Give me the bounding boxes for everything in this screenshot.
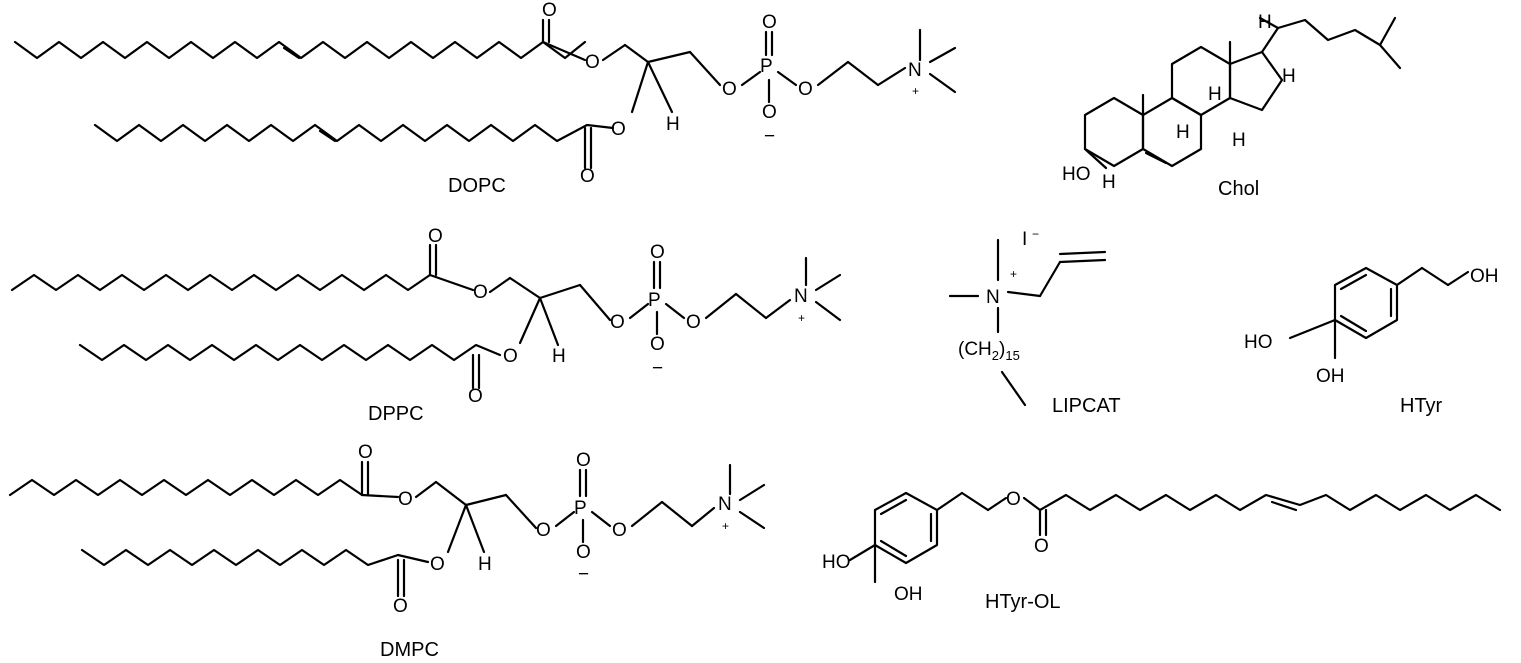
lipcat-counterion-charge: − xyxy=(1032,227,1039,241)
dopc-phosphorus: P xyxy=(760,56,773,77)
lipcat-plus-charge: + xyxy=(1010,267,1017,281)
dopc-nitrogen: N xyxy=(908,60,922,81)
htyr-ol-label: HTyr-OL xyxy=(985,591,1061,613)
dppc-phosphate-o2: O xyxy=(686,312,701,333)
dmpc-plus-charge: + xyxy=(722,519,729,533)
dmpc-nitrogen: N xyxy=(718,494,732,515)
chol-structure: H H H H H HO H Chol xyxy=(1062,12,1402,200)
lipcat-counterion: I xyxy=(1022,229,1027,250)
dopc-carbonyl-o1: O xyxy=(542,0,557,21)
htyr-ol-hydroxyl-3: OH xyxy=(894,584,923,605)
dppc-phosphate-o-minus: O xyxy=(650,334,665,355)
dopc-carbonyl-o2: O xyxy=(580,166,595,187)
lipcat-chain-label: (CH2)15 xyxy=(958,339,1020,363)
dppc-phosphate-o1: O xyxy=(610,312,625,333)
dmpc-phosphate-o-double: O xyxy=(576,450,591,471)
chol-hydroxyl: HO xyxy=(1062,164,1091,185)
dmpc-ester-o1: O xyxy=(398,489,413,510)
dppc-minus-charge: − xyxy=(652,358,663,379)
chol-h-14: H xyxy=(1232,130,1246,151)
lipcat-structure: I − N + (CH2)15 LIPCAT xyxy=(948,227,1121,417)
htyr-ol-structure: O O HO OH HTyr-OL xyxy=(822,489,1502,613)
dppc-structure: O O O O H O P O O − O N + DPPC xyxy=(10,226,842,425)
dopc-phosphate-o-minus: O xyxy=(762,102,777,123)
dopc-phosphate-o2: O xyxy=(798,79,813,100)
htyr-ol-carbonyl-o: O xyxy=(1034,536,1049,557)
dmpc-minus-charge: − xyxy=(578,564,589,585)
htyr-structure: OH HO OH HTyr xyxy=(1244,266,1499,417)
dopc-minus-charge: − xyxy=(764,126,775,147)
htyr-hydroxyl-3: OH xyxy=(1316,366,1345,387)
dppc-plus-charge: + xyxy=(798,311,805,325)
dopc-structure: O O O O H O P O O − O N + DOPC xyxy=(13,0,957,197)
dopc-ester-o2: O xyxy=(611,119,626,140)
dopc-label: DOPC xyxy=(448,175,506,197)
dppc-carbonyl-o1: O xyxy=(428,226,443,247)
dppc-phosphate-o-double: O xyxy=(650,242,665,263)
dmpc-carbonyl-o1: O xyxy=(358,442,373,463)
dopc-ester-o1: O xyxy=(585,52,600,73)
chol-label: Chol xyxy=(1218,178,1259,200)
dopc-phosphate-o1: O xyxy=(722,79,737,100)
dmpc-phosphate-o2: O xyxy=(612,520,627,541)
chol-h-9: H xyxy=(1176,122,1190,143)
lipcat-nitrogen: N xyxy=(986,287,1000,308)
dmpc-label: DMPC xyxy=(380,639,439,661)
dppc-ester-o2: O xyxy=(503,346,518,367)
dppc-label: DPPC xyxy=(368,403,424,425)
dppc-ester-o1: O xyxy=(473,282,488,303)
chol-h-3: H xyxy=(1102,172,1116,193)
htyr-label: HTyr xyxy=(1400,395,1443,417)
dmpc-structure: O O O O H O P O O − O N + DMPC xyxy=(8,442,766,661)
htyr-ol-ester-o: O xyxy=(1006,489,1021,510)
dopc-phosphate-o-double: O xyxy=(762,12,777,33)
dmpc-carbonyl-o2: O xyxy=(393,596,408,617)
dopc-plus-charge: + xyxy=(912,84,919,98)
dmpc-ester-o2: O xyxy=(430,554,445,575)
dmpc-phosphate-o1: O xyxy=(536,520,551,541)
dmpc-phosphate-o-minus: O xyxy=(576,542,591,563)
dmpc-phosphorus: P xyxy=(574,498,587,519)
chol-h-8: H xyxy=(1208,84,1222,105)
dppc-carbonyl-o2: O xyxy=(468,386,483,407)
dmpc-stereo-h: H xyxy=(478,554,492,575)
dppc-phosphorus: P xyxy=(648,290,661,311)
chol-h-20: H xyxy=(1258,12,1272,33)
chol-h-17: H xyxy=(1282,66,1296,87)
htyr-hydroxyl-4: HO xyxy=(1244,332,1273,353)
htyr-hydroxyl-chain: OH xyxy=(1470,266,1499,287)
dppc-nitrogen: N xyxy=(794,286,808,307)
dppc-stereo-h: H xyxy=(552,346,566,367)
htyr-ol-hydroxyl-4: HO xyxy=(822,552,851,573)
lipcat-label: LIPCAT xyxy=(1052,395,1121,417)
dopc-stereo-h: H xyxy=(666,114,680,135)
